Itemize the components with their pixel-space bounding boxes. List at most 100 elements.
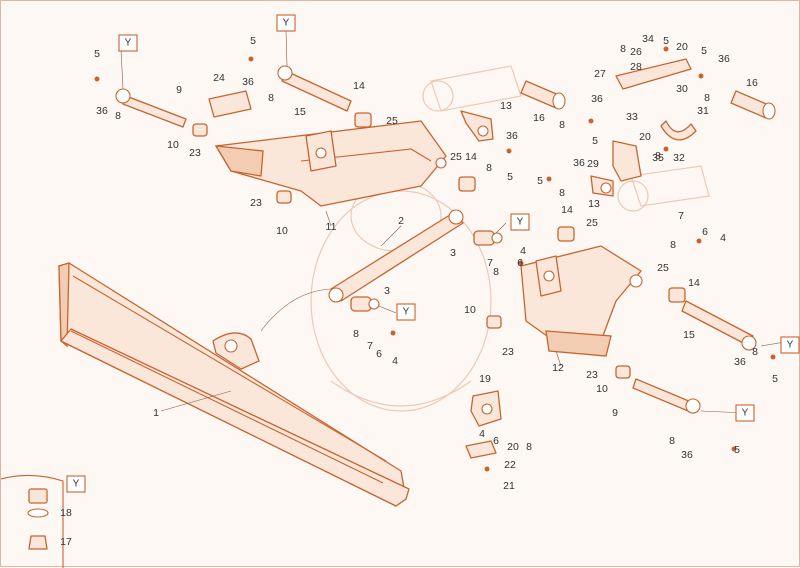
label-20: 20 [507, 441, 519, 453]
label-29: 29 [587, 158, 599, 170]
label-9: 9 [612, 407, 618, 419]
svg-text:Y: Y [283, 18, 290, 29]
label-13: 13 [588, 198, 600, 210]
label-27: 27 [594, 68, 606, 80]
y-box-4: Y [396, 303, 416, 321]
label-23: 23 [586, 369, 598, 381]
label-31: 31 [697, 105, 709, 117]
label-25: 25 [586, 217, 598, 229]
label-21: 21 [503, 480, 515, 492]
label-26: 26 [630, 46, 642, 58]
pin-9-top [115, 88, 187, 128]
label-14: 14 [353, 80, 365, 92]
label-1: 1 [153, 407, 159, 419]
label-36: 36 [591, 93, 603, 105]
label-18: 18 [60, 507, 72, 519]
pin-15-top [277, 65, 352, 112]
y-box-1: Y [118, 34, 138, 52]
label-15: 15 [683, 329, 695, 341]
label-8: 8 [115, 110, 121, 122]
label-20: 20 [676, 41, 688, 53]
label-8: 8 [526, 441, 532, 453]
label-36: 36 [718, 53, 730, 65]
y-box-2: Y [276, 14, 296, 32]
label-8: 8 [669, 435, 675, 447]
label-23: 23 [502, 346, 514, 358]
label-28: 28 [630, 61, 642, 73]
label-25: 25 [450, 151, 462, 163]
label-36: 36 [734, 356, 746, 368]
label-25: 25 [386, 115, 398, 127]
label-8: 8 [620, 43, 626, 55]
pin-3-upper [473, 230, 503, 246]
label-7: 7 [487, 257, 493, 269]
left-frame [214, 120, 447, 207]
label-5: 5 [94, 48, 100, 60]
dozer-blade [58, 262, 410, 507]
label-4: 4 [479, 428, 485, 440]
label-5: 5 [507, 171, 513, 183]
ghost-cylinder-top [422, 65, 522, 112]
label-17: 17 [60, 536, 72, 548]
label-8: 8 [353, 328, 359, 340]
label-8: 8 [268, 92, 274, 104]
label-8: 8 [486, 162, 492, 174]
label-24: 24 [213, 72, 225, 84]
label-23: 23 [189, 147, 201, 159]
fasteners [94, 46, 776, 472]
pin-15-right [681, 300, 757, 351]
label-10: 10 [276, 225, 288, 237]
label-5: 5 [701, 45, 707, 57]
bushings [192, 112, 686, 379]
label-5: 5 [250, 35, 256, 47]
label-3: 3 [384, 285, 390, 297]
label-16: 16 [746, 77, 758, 89]
plate-24 [208, 90, 252, 118]
label-10: 10 [464, 304, 476, 316]
label-8: 8 [670, 239, 676, 251]
label-15: 15 [294, 106, 306, 118]
label-10: 10 [596, 383, 608, 395]
label-16: 16 [533, 112, 545, 124]
label-14: 14 [561, 204, 573, 216]
label-30: 30 [676, 83, 688, 95]
label-33: 33 [626, 111, 638, 123]
label-36: 36 [242, 76, 254, 88]
label-8: 8 [655, 150, 661, 162]
label-36: 36 [573, 157, 585, 169]
y-box-5: Y [780, 336, 800, 354]
label-8: 8 [704, 92, 710, 104]
label-13: 13 [500, 100, 512, 112]
y-box-6: Y [735, 404, 755, 422]
label-19: 19 [479, 373, 491, 385]
label-34: 34 [642, 33, 654, 45]
label-8: 8 [752, 346, 758, 358]
pin-16-right [730, 90, 776, 120]
leader-lines [120, 30, 792, 414]
label-8: 8 [493, 266, 499, 278]
label-5: 5 [537, 175, 543, 187]
label-5: 5 [772, 373, 778, 385]
label-6: 6 [376, 348, 382, 360]
label-7: 7 [367, 340, 373, 352]
svg-text:Y: Y [403, 307, 410, 318]
svg-text:Y: Y [787, 340, 794, 351]
label-20: 20 [639, 131, 651, 143]
label-3: 3 [450, 247, 456, 259]
label-36: 36 [681, 449, 693, 461]
label-6: 6 [517, 257, 523, 269]
label-8: 8 [559, 187, 565, 199]
label-36: 36 [506, 130, 518, 142]
part-labels: 1 2 3 3 4 4 4 4 5 5 5 5 5 5 5 5 5 6 6 6 … [60, 33, 778, 548]
label-14: 14 [688, 277, 700, 289]
label-6: 6 [702, 226, 708, 238]
label-4: 4 [392, 355, 398, 367]
label-36: 36 [96, 105, 108, 117]
label-5: 5 [663, 35, 669, 47]
label-7: 7 [678, 210, 684, 222]
label-32: 32 [673, 152, 685, 164]
right-frame [520, 245, 643, 357]
bracket-29-32 [612, 58, 697, 182]
